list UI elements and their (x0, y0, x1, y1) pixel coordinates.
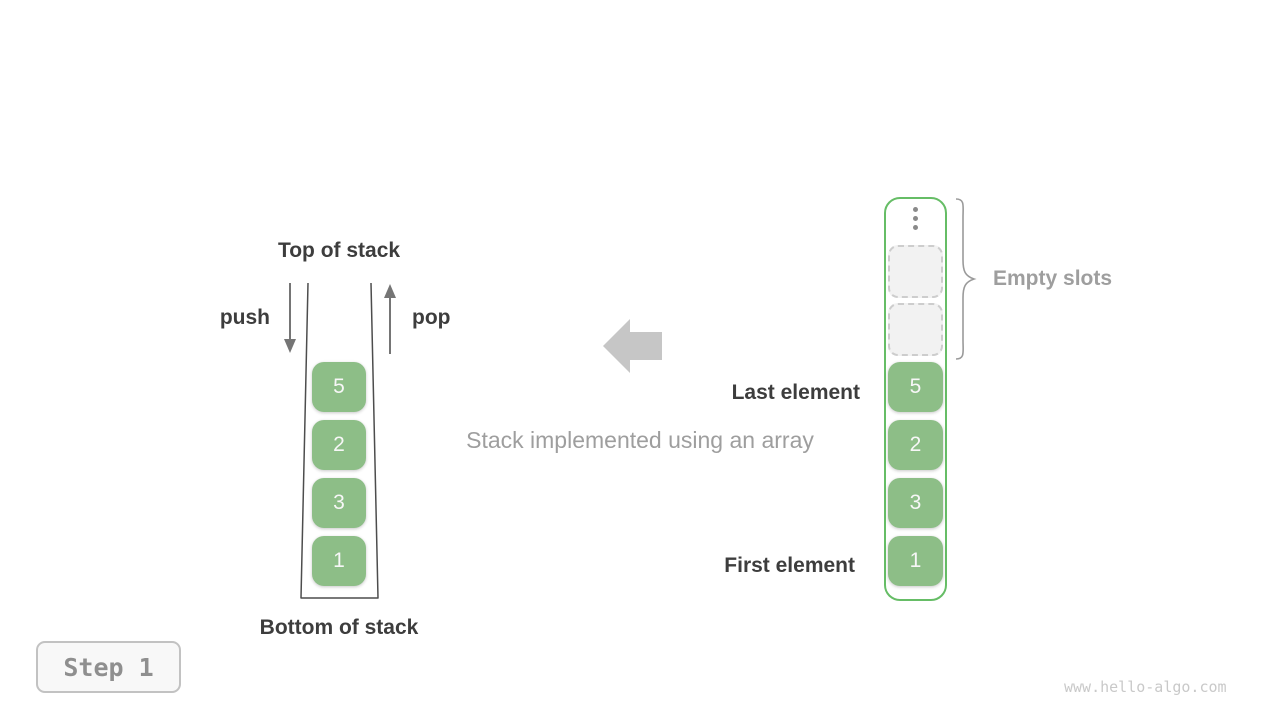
array-value-box: 3 (888, 478, 943, 528)
array-value-box: 5 (888, 362, 943, 412)
empty-slot (888, 245, 943, 298)
ellipsis-dot (913, 207, 918, 212)
curly-brace-icon (955, 198, 977, 360)
watermark-text: www.hello-algo.com (1064, 678, 1227, 696)
push-label: push (219, 306, 270, 329)
step-badge: Step 1 (36, 641, 181, 693)
array-value-box: 1 (888, 536, 943, 586)
top-of-stack-label: Top of stack (277, 239, 401, 262)
left-block-arrow-icon (603, 319, 662, 373)
ellipsis-dot (913, 225, 918, 230)
stack-values-column: 5 2 3 1 (312, 362, 366, 586)
stack-value-box: 5 (312, 362, 366, 412)
stack-value-box: 2 (312, 420, 366, 470)
bottom-of-stack-label: Bottom of stack (259, 616, 419, 639)
stack-value-box: 3 (312, 478, 366, 528)
push-down-arrow-icon (284, 283, 296, 353)
array-values-column: 5 2 3 1 (888, 362, 943, 586)
vertical-ellipsis-icon (884, 207, 947, 230)
empty-slot (888, 303, 943, 356)
diagram-caption: Stack implemented using an array (466, 427, 814, 453)
ellipsis-dot (913, 216, 918, 221)
array-value-box: 2 (888, 420, 943, 470)
first-element-label: First element (724, 554, 855, 577)
last-element-label: Last element (731, 381, 860, 404)
stack-value-box: 1 (312, 536, 366, 586)
pop-up-arrow-icon (384, 284, 396, 354)
empty-slots-label: Empty slots (993, 267, 1113, 290)
pop-label: pop (412, 306, 451, 329)
stack-container-outline (300, 282, 379, 599)
